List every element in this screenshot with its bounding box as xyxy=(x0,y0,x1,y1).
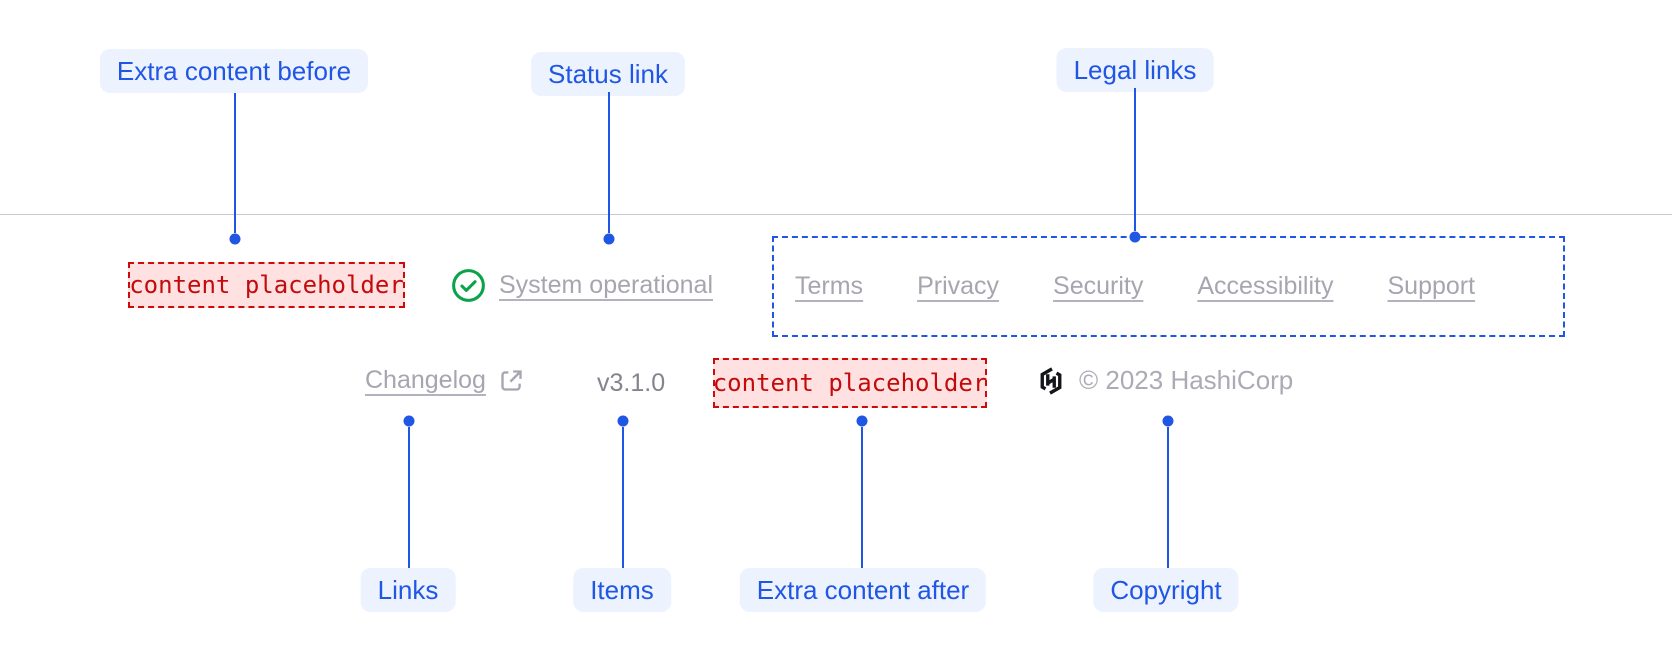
annotation-label-status-link: Status link xyxy=(531,52,685,96)
annotation-line xyxy=(861,427,863,568)
legal-link-support[interactable]: Support xyxy=(1387,272,1476,300)
annotation-dot xyxy=(229,233,241,245)
annotation-line xyxy=(1167,427,1169,568)
annotation-line xyxy=(234,93,236,233)
legal-link-privacy[interactable]: Privacy xyxy=(917,272,1000,300)
annotation-line xyxy=(608,92,610,233)
placeholder-text: content placeholder xyxy=(129,271,404,299)
annotation-label-copyright: Copyright xyxy=(1093,568,1239,612)
annotation-dot xyxy=(856,415,868,427)
legal-links-container: Terms Privacy Security Accessibility Sup… xyxy=(772,236,1565,337)
legal-link-accessibility[interactable]: Accessibility xyxy=(1197,272,1334,300)
annotation-line xyxy=(1134,88,1136,231)
legal-link-terms[interactable]: Terms xyxy=(795,272,864,300)
annotation-dot xyxy=(603,233,615,245)
annotation-label-extra-content-before: Extra content before xyxy=(99,49,369,93)
links-group: Changelog xyxy=(365,366,525,395)
extra-content-before-placeholder: content placeholder xyxy=(128,262,405,308)
annotation-dot xyxy=(1162,415,1174,427)
annotation-dot xyxy=(403,415,415,427)
extra-content-after-placeholder: content placeholder xyxy=(713,358,987,408)
annotation-line xyxy=(408,427,410,568)
annotation-dot xyxy=(617,415,629,427)
annotation-label-legal-links: Legal links xyxy=(1056,48,1214,92)
annotation-label-items: Items xyxy=(573,568,671,612)
copyright-text: © 2023 HashiCorp xyxy=(1079,365,1294,395)
placeholder-text: content placeholder xyxy=(712,369,988,397)
annotation-line xyxy=(622,427,624,568)
annotation-label-links: Links xyxy=(360,568,456,612)
status-link[interactable]: System operational xyxy=(499,271,714,299)
status-link-group: System operational xyxy=(451,268,713,303)
external-link-icon xyxy=(498,367,525,394)
annotation-dot xyxy=(1129,231,1141,243)
copyright-group: © 2023 HashiCorp xyxy=(1036,365,1293,396)
hashicorp-logo-icon xyxy=(1036,366,1066,396)
legal-link-security[interactable]: Security xyxy=(1053,272,1144,300)
check-circle-icon xyxy=(451,268,486,303)
version-item: v3.1.0 xyxy=(597,369,666,397)
footer-top-divider xyxy=(0,214,1672,215)
changelog-link[interactable]: Changelog xyxy=(365,366,486,394)
annotation-label-extra-content-after: Extra content after xyxy=(739,568,987,612)
